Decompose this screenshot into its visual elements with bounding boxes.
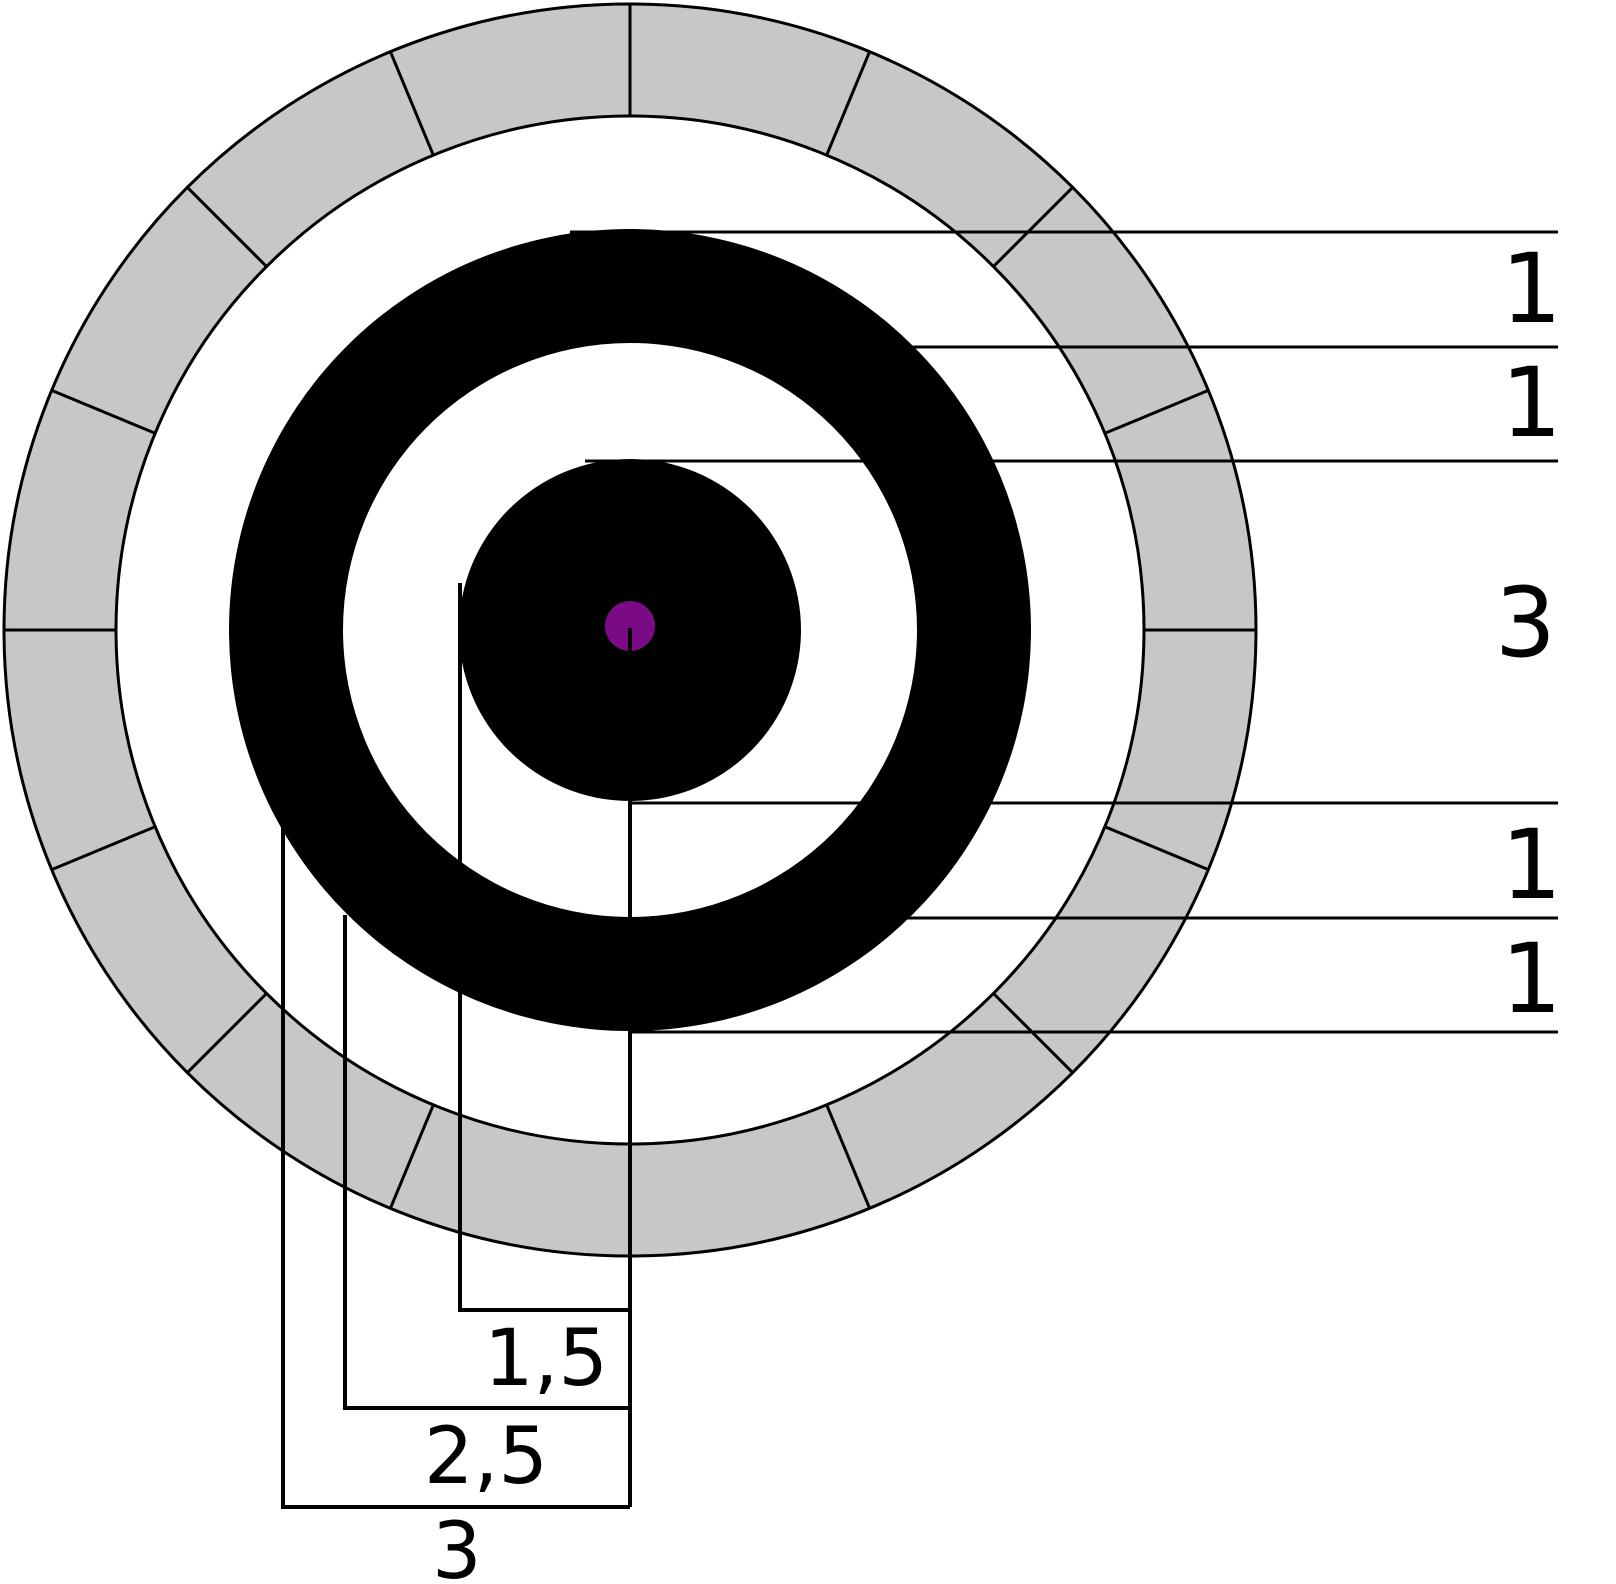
ring-divider [825,1104,871,1209]
bottom-label-1: 1,5 [484,1314,608,1404]
right-label-4: 1 [1501,809,1562,921]
right-label-1: 1 [1501,233,1562,345]
bottom-label-3: 3 [432,1507,482,1584]
right-label-2: 1 [1501,347,1562,459]
ring-divider [51,389,156,435]
bottom-dimension-lines [281,583,632,1509]
ring-segment-dividers [4,4,1256,1256]
dim-bracket-3 [281,820,630,1509]
right-dimension-lines [570,230,1558,1034]
right-label-5: 1 [1501,923,1562,1035]
ring-divider [825,51,871,156]
ring-divider [51,825,156,871]
ring-divider [186,186,268,268]
ring-divider [389,1104,435,1209]
ring-divider [1104,825,1209,871]
dim-bracket-2 [343,915,630,1410]
ring-divider [992,186,1074,268]
dim-bracket-1 [458,583,630,1312]
right-label-3: 3 [1495,567,1556,679]
ring-divider [1104,389,1209,435]
ring-divider [389,51,435,156]
ring-divider [186,992,268,1074]
center-dot [605,601,655,651]
bottom-label-2: 2,5 [424,1412,548,1502]
